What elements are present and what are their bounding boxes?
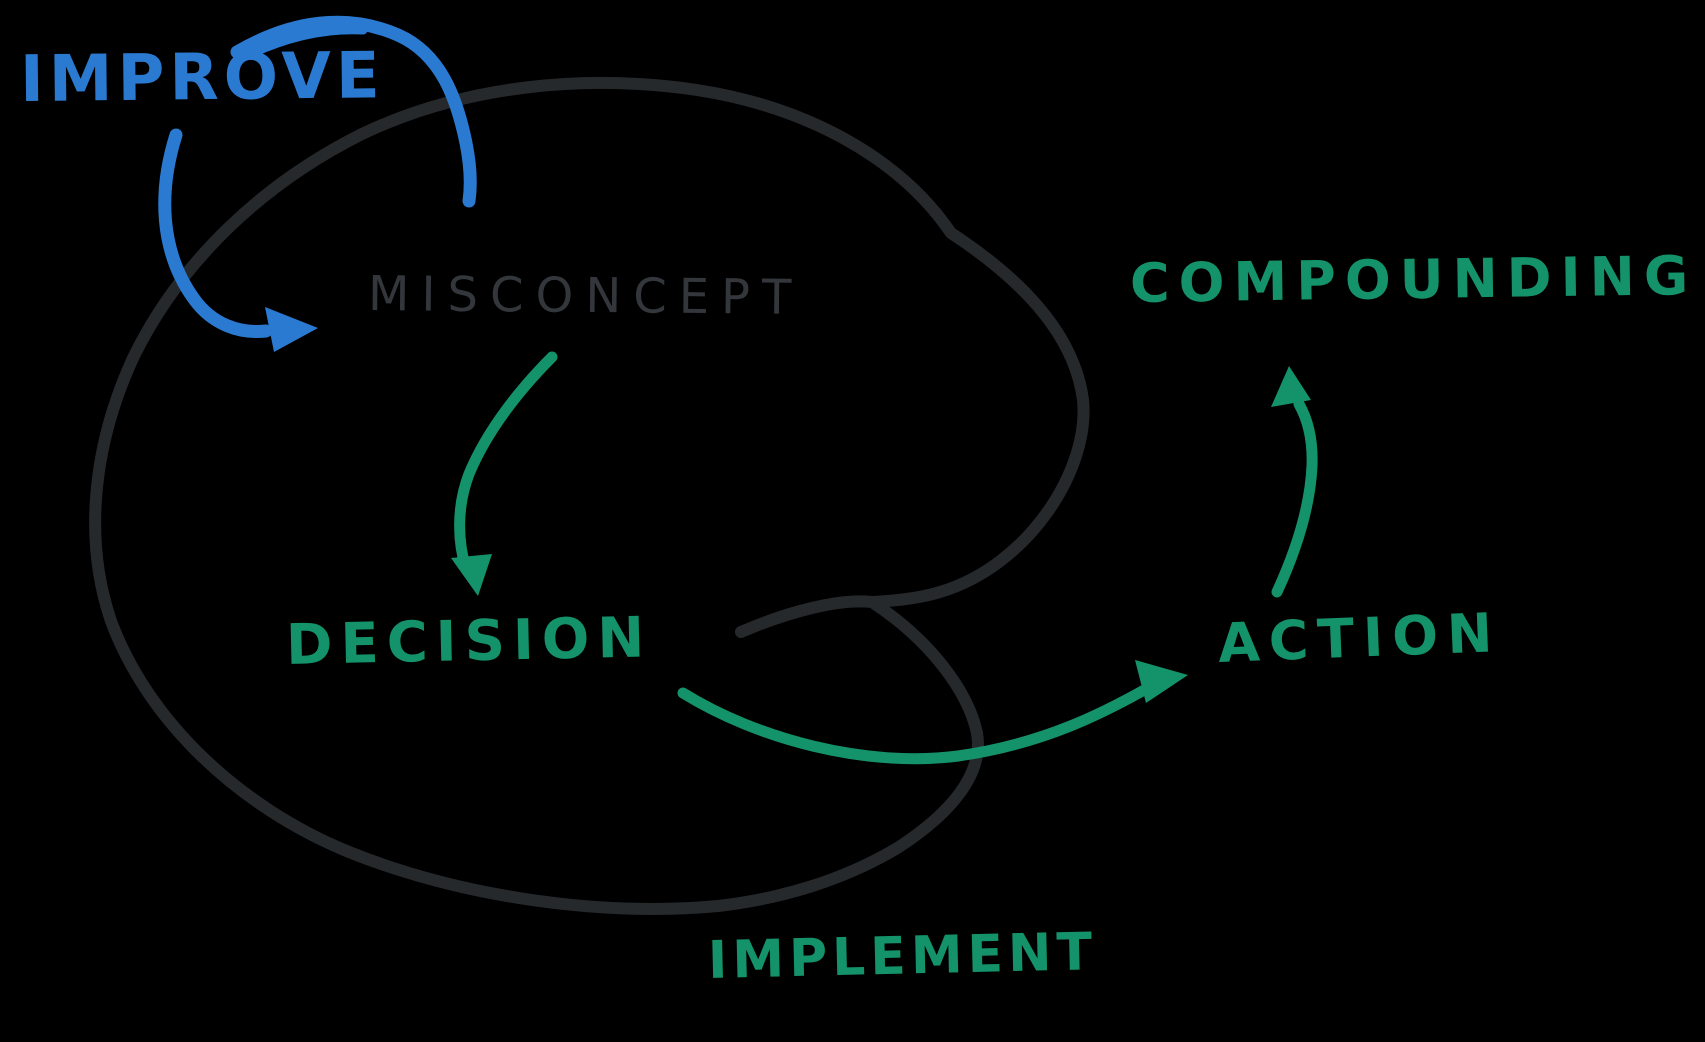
label-action: ACTION [1216,601,1503,675]
arrow-improve-shaft [158,128,273,339]
arrow-action-head [1135,660,1188,703]
loop-outline [89,77,1090,915]
label-improve: IMPROVE [19,39,385,117]
arrow-decision-to-action [677,660,1188,765]
label-decision: DECISION [285,605,653,678]
label-misconcept: MISCONCEPT [367,266,804,326]
label-compounding: COMPOUNDING [1129,244,1698,315]
arrow-decision-shaft [454,351,558,575]
improve-arc-stroke [230,15,477,208]
improve-arc-double-stroke [239,25,368,62]
label-implement: IMPLEMENT [707,922,1098,991]
arrow-misconcept-to-decision [451,351,558,596]
arrow-decision-head [451,554,492,596]
arrow-compounding-head [1271,366,1311,407]
arrow-improve-head [265,307,318,352]
arrow-improve-to-misconcept [158,128,318,352]
arrow-compounding-shaft [1271,398,1318,598]
arrow-action-to-compounding [1271,366,1318,598]
arrow-action-shaft [677,683,1152,765]
improve-arc [230,15,477,208]
